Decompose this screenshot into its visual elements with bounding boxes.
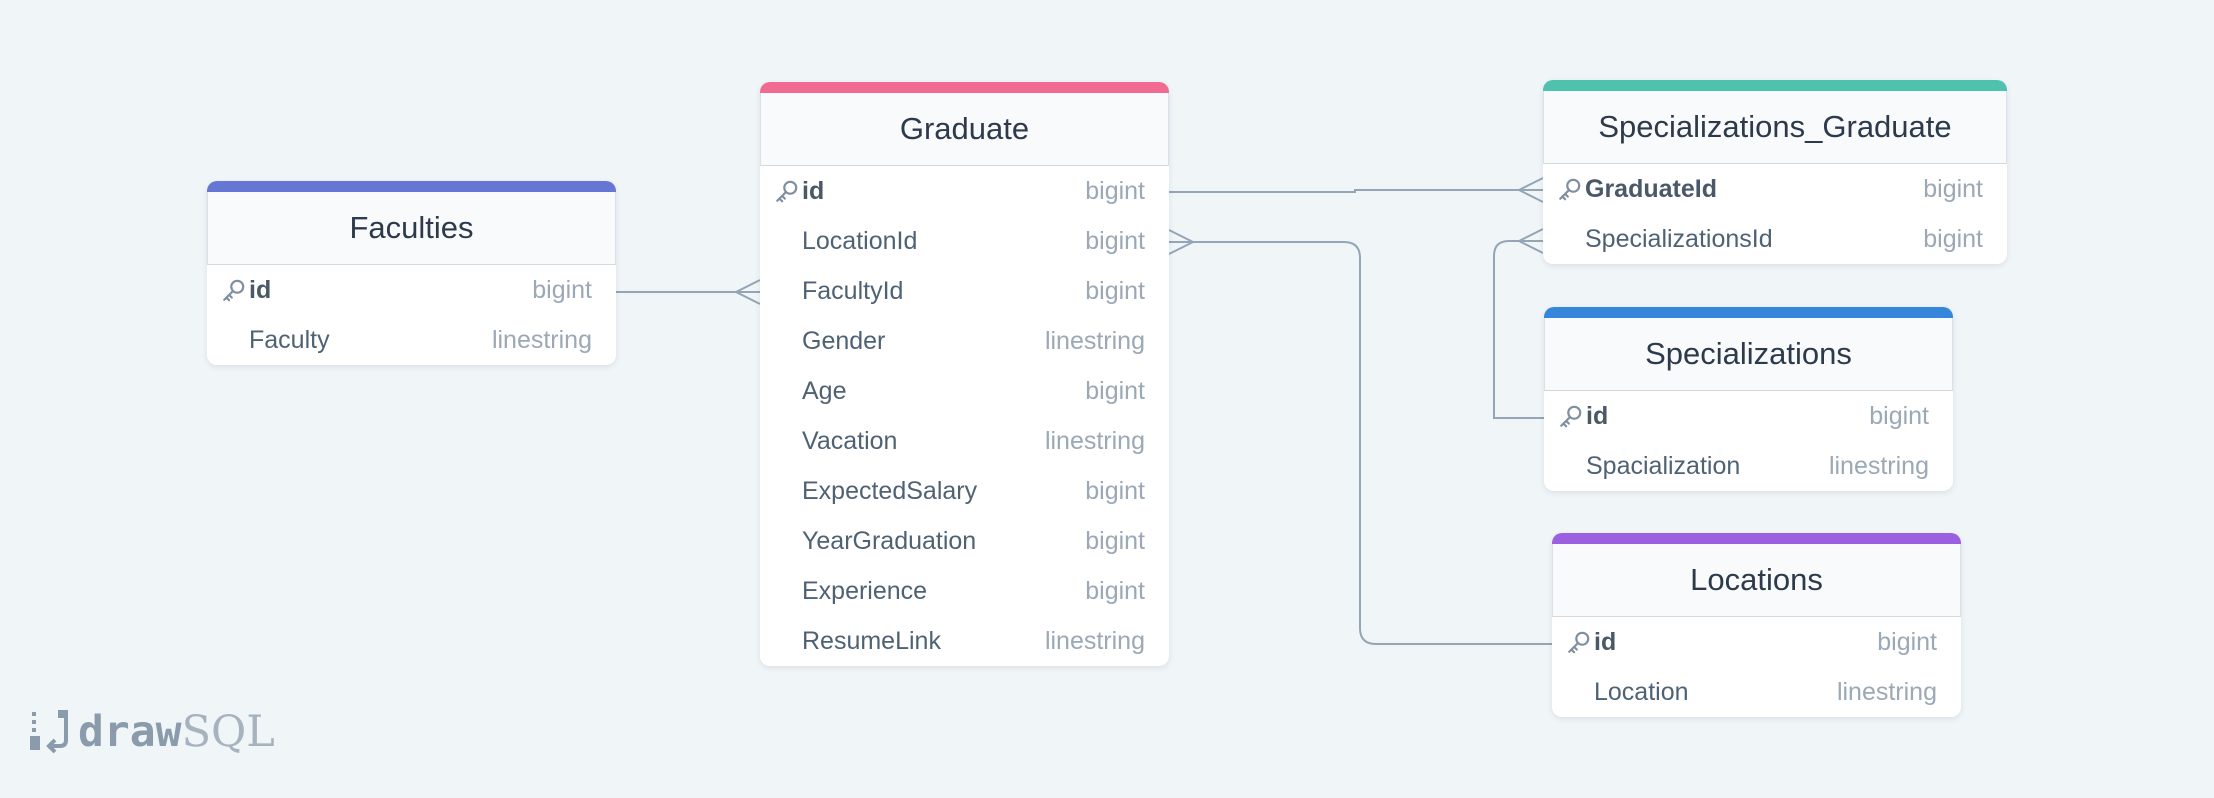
relation-specializations-specializations-graduate [1493, 240, 1544, 419]
logo-text-sql: SQL [181, 707, 275, 757]
column-type: linestring [1836, 678, 1937, 706]
column-name: id [249, 276, 272, 304]
key-icon [223, 279, 245, 302]
table-title[interactable]: Locations [1552, 544, 1961, 617]
crowfoot-marker [1518, 177, 1544, 203]
table-color-bar [1543, 80, 2007, 91]
column-name: Age [802, 377, 847, 405]
column-name: SpecializationsId [1585, 225, 1773, 253]
column-name: LocationId [802, 227, 918, 255]
column-row[interactable]: Experience bigint [760, 566, 1169, 616]
column-name: Experience [802, 577, 928, 605]
relation-locations-graduate [1169, 241, 1552, 645]
table-title[interactable]: Graduate [760, 93, 1169, 166]
table-title[interactable]: Faculties [207, 192, 616, 265]
column-name: id [1594, 628, 1617, 656]
table-color-bar [1544, 307, 1953, 318]
column-row[interactable]: ExpectedSalary bigint [760, 466, 1169, 516]
column-row[interactable]: Faculty linestring [207, 315, 616, 365]
column-row[interactable]: id bigint [1552, 617, 1961, 667]
table-color-bar [207, 181, 616, 192]
key-icon [1568, 631, 1590, 654]
column-row[interactable]: Location linestring [1552, 667, 1961, 717]
crowfoot-marker [735, 279, 761, 305]
column-row[interactable]: Gender linestring [760, 316, 1169, 366]
table-title[interactable]: Specializations [1544, 318, 1953, 391]
column-row[interactable]: LocationId bigint [760, 216, 1169, 266]
key-icon [1559, 178, 1581, 201]
column-name: Vacation [802, 427, 898, 455]
column-type: bigint [1085, 527, 1145, 555]
crowfoot-marker [1518, 228, 1544, 254]
column-row[interactable]: FacultyId bigint [760, 266, 1169, 316]
column-name: Spacialization [1586, 452, 1741, 480]
column-row[interactable]: id bigint [1544, 391, 1953, 441]
column-type: bigint [1085, 577, 1145, 605]
column-type: bigint [1869, 402, 1929, 430]
column-type: bigint [1923, 225, 1983, 253]
column-name: ExpectedSalary [802, 477, 978, 505]
column-type: linestring [1828, 452, 1929, 480]
column-type: linestring [1044, 327, 1145, 355]
column-type: linestring [1044, 627, 1145, 655]
column-row[interactable]: id bigint [207, 265, 616, 315]
column-name: Faculty [249, 326, 330, 354]
column-type: bigint [1923, 175, 1983, 203]
column-row[interactable]: Vacation linestring [760, 416, 1169, 466]
column-row[interactable]: GraduateId bigint [1543, 164, 2007, 214]
logo-text-draw: draw [78, 707, 182, 757]
table-title[interactable]: Specializations_Graduate [1543, 91, 2007, 164]
column-row[interactable]: Spacialization linestring [1544, 441, 1953, 491]
crowfoot-marker [1168, 229, 1194, 255]
column-type: bigint [1877, 628, 1937, 656]
column-name: Gender [802, 327, 886, 355]
column-name: ResumeLink [802, 627, 941, 655]
column-type: bigint [1085, 377, 1145, 405]
column-name: YearGraduation [802, 527, 977, 555]
column-name: Location [1594, 678, 1689, 706]
column-type: bigint [1085, 177, 1145, 205]
column-row[interactable]: Age bigint [760, 366, 1169, 416]
column-type: bigint [532, 276, 592, 304]
column-type: linestring [1044, 427, 1145, 455]
column-row[interactable]: SpecializationsId bigint [1543, 214, 2007, 264]
column-type: bigint [1085, 477, 1145, 505]
column-row[interactable]: id bigint [760, 166, 1169, 216]
table-color-bar [1552, 533, 1961, 544]
column-row[interactable]: ResumeLink linestring [760, 616, 1169, 666]
drawsql-logo-icon [30, 710, 68, 754]
column-name: id [1586, 402, 1609, 430]
relation-graduate-specializations-graduate [1169, 189, 1543, 193]
table-color-bar [760, 82, 1169, 93]
key-icon [776, 180, 798, 203]
column-row[interactable]: YearGraduation bigint [760, 516, 1169, 566]
column-name: FacultyId [802, 277, 904, 305]
column-type: bigint [1085, 227, 1145, 255]
key-icon [1560, 405, 1582, 428]
column-type: linestring [491, 326, 592, 354]
column-name: id [802, 177, 825, 205]
column-type: bigint [1085, 277, 1145, 305]
column-name: GraduateId [1585, 175, 1717, 203]
